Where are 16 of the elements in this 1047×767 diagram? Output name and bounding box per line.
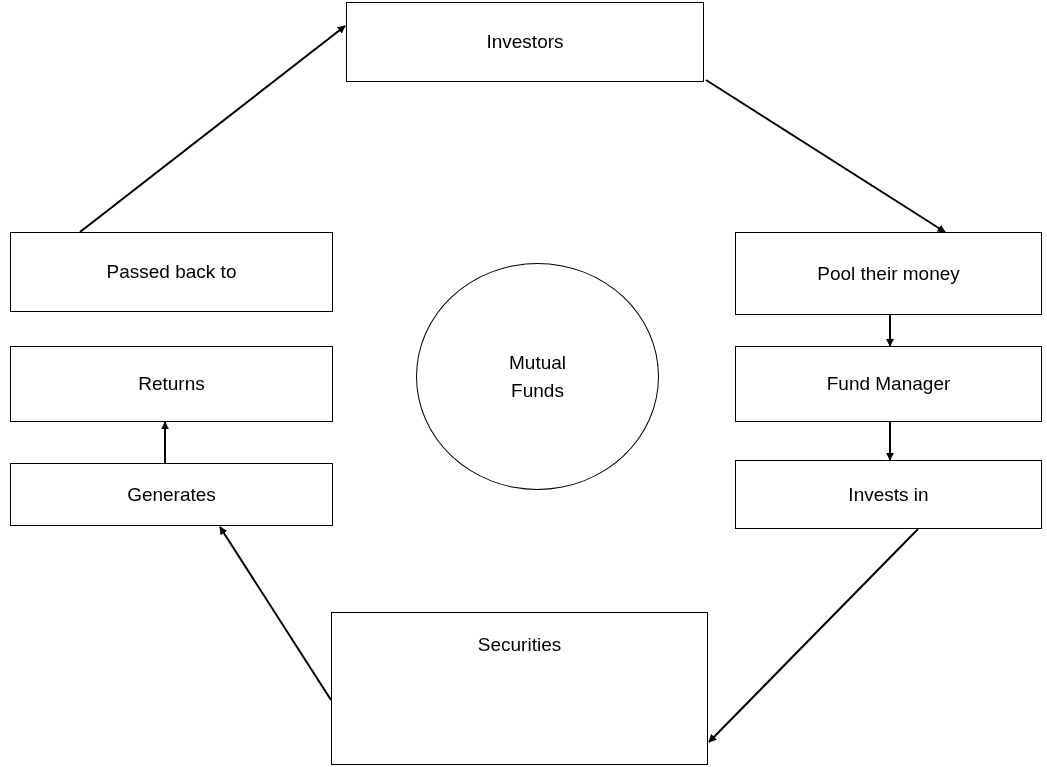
process-box: Passed back to [10,232,333,312]
arrow [219,526,332,701]
process-box: Investors [346,2,704,82]
arrow [79,25,346,233]
process-box: Invests in [735,460,1042,529]
arrow [708,528,919,743]
process-box: Returns [10,346,333,422]
arrow [705,79,946,233]
process-box: Securities [331,612,708,765]
process-box: Generates [10,463,333,526]
arrow [886,421,894,461]
center-ellipse: Mutual Funds [416,263,659,490]
arrow [161,421,169,464]
arrow [886,314,894,347]
process-box: Fund Manager [735,346,1042,422]
process-box: Pool their money [735,232,1042,315]
